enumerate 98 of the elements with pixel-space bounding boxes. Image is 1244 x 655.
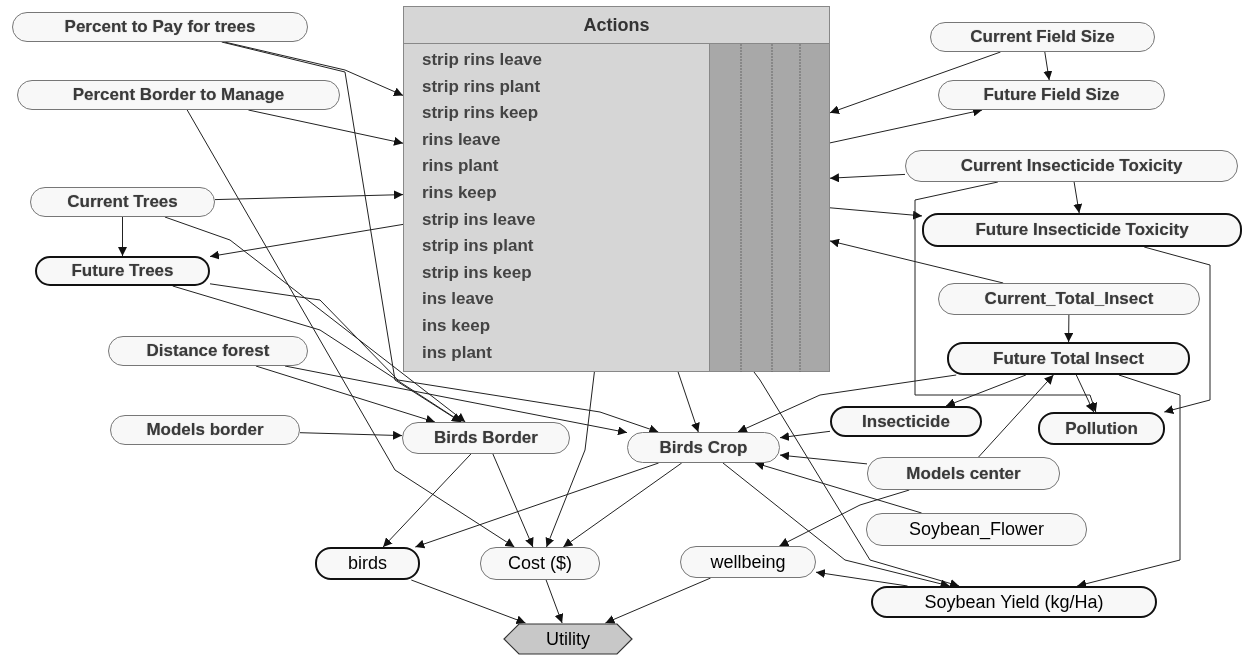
- chance-node: [830, 406, 982, 437]
- action-option: ins plant: [422, 342, 492, 363]
- chance-node: [930, 22, 1155, 52]
- arrow: [722, 462, 951, 589]
- arrow: [299, 430, 403, 440]
- action-option: strip rins keep: [422, 103, 539, 124]
- arrow: [779, 430, 831, 441]
- action-option: strip ins plant: [422, 236, 534, 257]
- arrow: [414, 462, 660, 549]
- node-label: Models center: [906, 463, 1021, 484]
- arrow: [255, 365, 436, 424]
- arrow: [492, 453, 534, 548]
- arrow: [1075, 374, 1095, 413]
- chance-node: [947, 342, 1190, 375]
- node-label: Future Total Insect: [993, 348, 1144, 369]
- chance-node: [627, 432, 780, 463]
- arrow: [737, 374, 957, 433]
- chance-node: [871, 586, 1157, 618]
- arrow: [753, 371, 960, 588]
- arrow: [382, 453, 472, 548]
- node-label: Future Field Size: [983, 85, 1120, 105]
- arrow: [164, 216, 466, 423]
- action-option: ins leave: [422, 289, 494, 310]
- arrow: [604, 577, 712, 624]
- arrow: [1064, 314, 1074, 343]
- arrow: [410, 579, 526, 625]
- chance-node: [680, 546, 816, 578]
- arrow: [209, 283, 659, 434]
- arrow: [1073, 181, 1083, 214]
- chance-node: [938, 283, 1200, 315]
- arrow: [914, 181, 1098, 413]
- arrow: [778, 489, 910, 547]
- arrow: [562, 462, 683, 548]
- action-option: rins leave: [422, 129, 501, 150]
- arrow: [829, 238, 1004, 284]
- action-option: strip rins plant: [422, 76, 541, 97]
- arrow: [779, 451, 868, 465]
- node-label: Soybean Yield (kg/Ha): [924, 591, 1104, 613]
- action-option: strip ins keep: [422, 262, 532, 283]
- arrow: [829, 173, 906, 183]
- chance-node: [35, 256, 210, 286]
- node-label: Pollution: [1065, 418, 1138, 439]
- arrow: [545, 371, 595, 548]
- node-label: Birds Crop: [659, 437, 748, 458]
- action-option: ins keep: [422, 316, 491, 336]
- chance-node: [30, 187, 215, 217]
- action-option: rins keep: [422, 183, 497, 203]
- node-label: birds: [348, 553, 387, 574]
- node-label: Birds Border: [434, 428, 538, 448]
- action-option: strip rins leave: [422, 50, 542, 70]
- arrow: [118, 216, 127, 257]
- node-label: Percent Border to Manage: [72, 85, 285, 105]
- chance-node: [12, 12, 308, 42]
- arrow: [1043, 51, 1053, 81]
- arrow: [945, 374, 1027, 407]
- node-label: Cost ($): [508, 553, 572, 574]
- chance-node: [1038, 412, 1165, 445]
- node-label: Utility: [546, 628, 590, 650]
- chance-node: [315, 547, 420, 580]
- node-label: Insecticide: [862, 411, 950, 432]
- arrow: [186, 109, 515, 548]
- node-label: Current_Total_Insect: [984, 289, 1154, 309]
- chance-node: [110, 415, 300, 445]
- chance-node: [867, 457, 1060, 490]
- chance-node: [922, 213, 1242, 247]
- utility-hexagon: [503, 623, 633, 655]
- node-label: wellbeing: [710, 551, 786, 573]
- chance-node: [866, 513, 1087, 546]
- node-label: Percent to Pay for trees: [64, 17, 256, 37]
- node-label: Soybean_Flower: [908, 519, 1045, 540]
- chance-node: [905, 150, 1238, 182]
- node-label: Models border: [146, 420, 264, 440]
- arrow: [815, 569, 909, 587]
- chance-node: [480, 547, 600, 580]
- arrow: [1076, 374, 1181, 589]
- table-title: Actions: [583, 14, 650, 36]
- chance-node: [402, 422, 570, 454]
- arrow: [214, 190, 404, 201]
- arrow: [1143, 246, 1211, 415]
- node-label: Current Insecticide Toxicity: [960, 156, 1183, 176]
- node-label: Current Trees: [67, 192, 178, 212]
- node-label: Current Field Size: [970, 27, 1115, 47]
- arrow: [754, 461, 923, 514]
- chance-node: [17, 80, 340, 110]
- arrow: [677, 371, 700, 433]
- arrow: [829, 51, 1001, 114]
- node-label: Distance forest: [146, 341, 270, 361]
- node-label: Future Trees: [71, 261, 174, 281]
- decision-node-table: [403, 6, 830, 372]
- node-label: Future Insecticide Toxicity: [975, 220, 1189, 240]
- action-option: rins plant: [422, 156, 499, 177]
- chance-node: [938, 80, 1165, 110]
- action-option: strip ins leave: [422, 209, 536, 230]
- arrow: [545, 579, 564, 624]
- arrow: [978, 374, 1054, 458]
- arrow: [209, 223, 404, 260]
- arrow: [829, 207, 923, 220]
- chance-node: [108, 336, 308, 366]
